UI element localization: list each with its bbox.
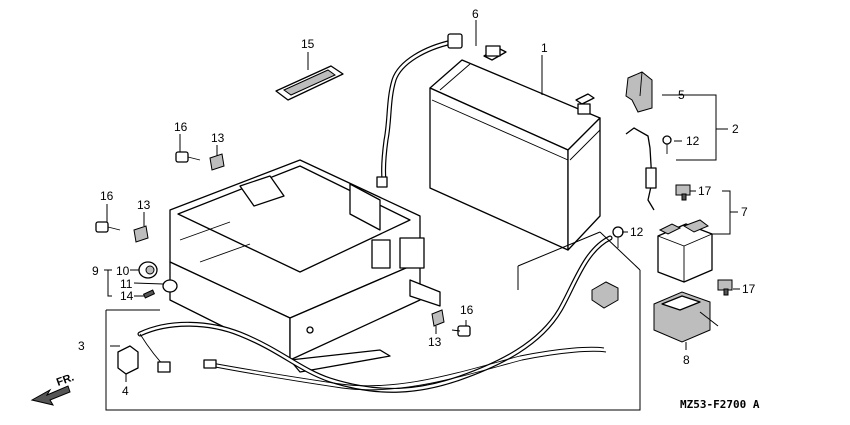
label-7: 7 — [741, 205, 748, 219]
label-9: 9 — [92, 264, 99, 278]
label-12-lower: 12 — [630, 225, 644, 239]
negative-cable — [376, 33, 463, 188]
front-direction-label: FR. — [55, 371, 76, 388]
label-10: 10 — [116, 264, 130, 278]
label-5: 5 — [678, 88, 685, 102]
collar-11 — [162, 279, 178, 293]
bolt-12-lower — [612, 226, 624, 248]
kit-bracket-lines — [104, 94, 738, 411]
label-17-lower: 17 — [742, 282, 756, 296]
label-1: 1 — [541, 41, 548, 55]
label-13-upper: 13 — [211, 131, 225, 145]
battery — [429, 45, 601, 251]
label-16-right: 16 — [460, 303, 474, 317]
label-13-right: 13 — [428, 335, 442, 349]
nut-13-left — [133, 225, 149, 243]
nut-13-upper — [209, 153, 225, 171]
battery-tray — [169, 159, 441, 373]
bolt-16-left — [95, 221, 121, 233]
label-12-upper: 12 — [686, 134, 700, 148]
label-16-upper: 16 — [174, 120, 188, 134]
leader-lines — [106, 20, 740, 382]
label-4: 4 — [122, 384, 129, 398]
diagram-code: MZ53-F2700 A — [680, 398, 760, 411]
label-17-upper: 17 — [698, 184, 712, 198]
starter-relay — [657, 219, 713, 283]
terminal-lead — [625, 127, 672, 211]
spare-fuse-lower — [717, 279, 733, 296]
label-14: 14 — [120, 289, 134, 303]
rubber-10 — [138, 261, 158, 279]
label-15: 15 — [301, 37, 315, 51]
label-3: 3 — [78, 339, 85, 353]
terminal-cover — [625, 71, 653, 113]
label-8: 8 — [683, 353, 690, 367]
label-6: 6 — [472, 7, 479, 21]
label-2: 2 — [732, 122, 739, 136]
label-16-left: 16 — [100, 189, 114, 203]
spare-fuse-upper — [675, 184, 691, 201]
label-13-left: 13 — [137, 198, 151, 212]
nut-13-right — [431, 309, 445, 327]
label-11: 11 — [120, 277, 133, 291]
front-direction-arrow — [30, 385, 71, 406]
pin-14 — [142, 289, 156, 299]
battery-strap — [275, 65, 344, 101]
relay-holder — [653, 291, 711, 343]
grommet-4 — [117, 345, 171, 375]
callout-labels: 1 2 3 4 5 6 7 8 9 10 11 12 12 13 13 13 1… — [78, 7, 756, 398]
harness — [137, 235, 613, 393]
bolt-16-right — [451, 325, 471, 337]
cable-clip — [591, 281, 619, 309]
bolt-16-upper — [175, 151, 201, 163]
